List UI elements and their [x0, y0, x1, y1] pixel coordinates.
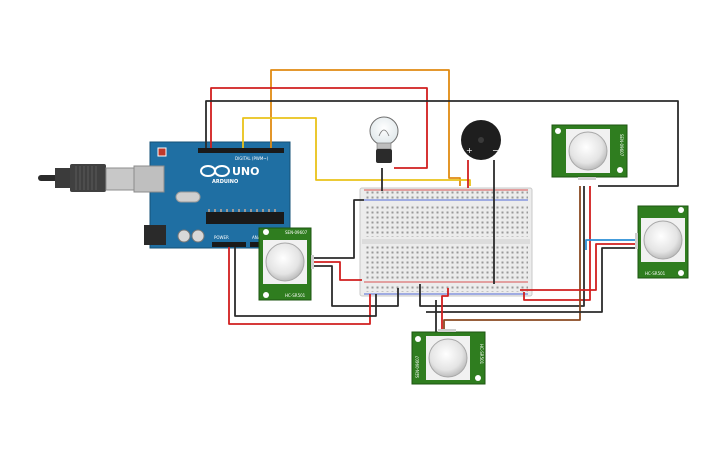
wire-pir-side-red — [520, 243, 638, 291]
pir-bottom-left-label: SEN-09607 — [415, 355, 420, 378]
wire-pir-right-black — [419, 186, 585, 307]
arduino-brand-label: ARDUINO — [212, 179, 238, 185]
pir-sensor-right[interactable]: HC-SR501 — [635, 205, 689, 279]
buzzer-minus-label: − — [492, 146, 499, 155]
power-header[interactable] — [212, 242, 246, 247]
pir-right-side-label: HC-SR501 — [645, 271, 666, 276]
pir-sensor-top-right[interactable]: SEN-09607 — [551, 124, 628, 180]
wire-black-top — [205, 100, 679, 187]
arduino-logo: UNO ARDUINO — [200, 165, 260, 185]
wire-pir-side-blue — [585, 239, 638, 250]
breadboard[interactable] — [359, 187, 533, 297]
wire-pir-right-red — [523, 186, 591, 301]
reset-button[interactable] — [157, 147, 167, 157]
pir-sensor-bottom[interactable]: SEN-09607 HC-SR501 — [411, 329, 486, 385]
wire-pir-left-red — [313, 261, 362, 281]
digital-header[interactable] — [198, 148, 284, 153]
pir-top-right-label: SEN-09607 — [619, 134, 624, 157]
uno-label: UNO — [232, 165, 260, 178]
digital-label: DIGITAL (PWM~) — [235, 156, 269, 161]
wire-pir-side-black — [426, 247, 638, 313]
pir-left-bottom-label: HC-SR501 — [285, 293, 306, 298]
wire-red-top — [210, 87, 428, 169]
pir-sensor-left[interactable]: SEN-09607 HC-SR501 — [258, 227, 314, 301]
atmega-chip — [206, 212, 284, 224]
wires — [205, 69, 679, 332]
pir-left-top-label: SEN-09607 — [285, 230, 308, 235]
wire-arduino-black-bottom — [234, 247, 377, 317]
wire-yellow — [242, 117, 471, 186]
pir-bottom-right-label: HC-SR501 — [479, 344, 484, 365]
light-bulb[interactable] — [369, 116, 399, 163]
wire-bottom-pir-red — [441, 288, 449, 332]
wire-pir-left-black — [313, 199, 364, 259]
power-label: POWER — [214, 235, 229, 240]
usb-cable — [38, 164, 135, 192]
buzzer-plus-label: + — [466, 146, 473, 155]
piezo-buzzer[interactable]: + − — [461, 120, 501, 160]
wire-arduino-red-bottom — [228, 247, 371, 325]
wire-pir-left-signal — [313, 265, 399, 307]
wire-pir-right-brown — [443, 186, 581, 332]
